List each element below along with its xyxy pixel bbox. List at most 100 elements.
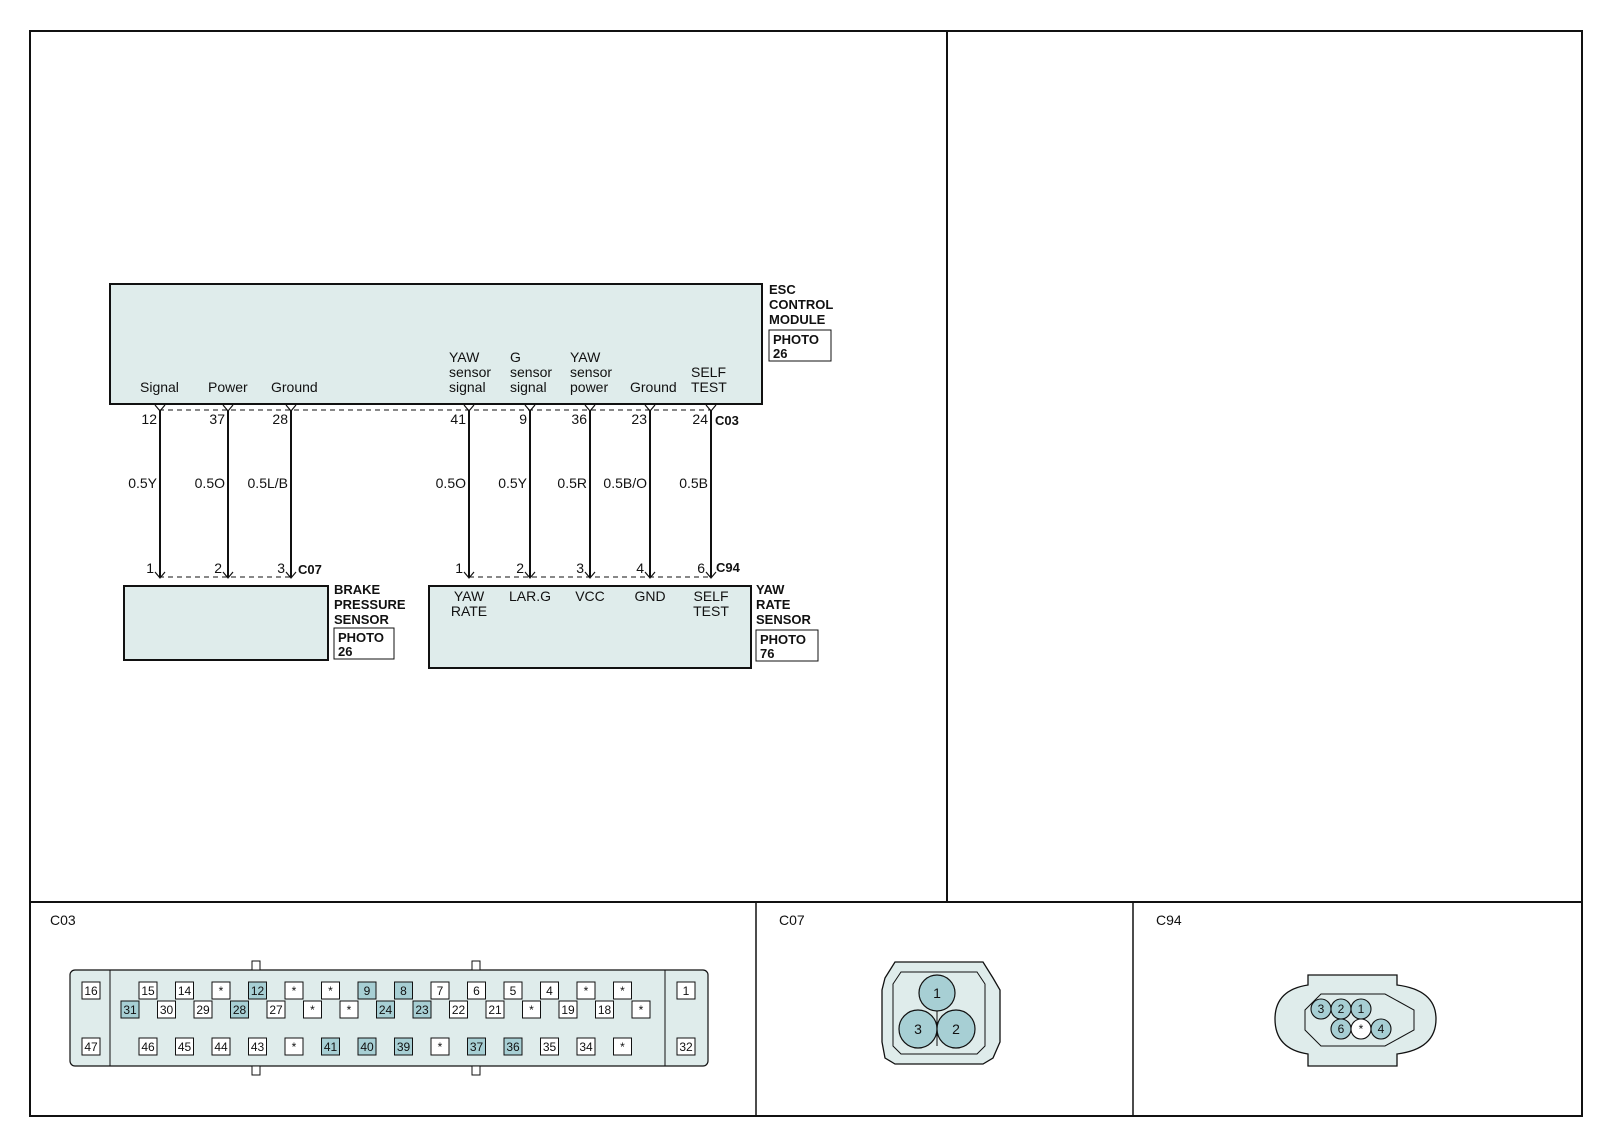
esc-photo-box xyxy=(768,329,832,362)
c07-pin-label-1: 3 xyxy=(914,1021,922,1037)
c03-pin-end-top-left xyxy=(81,981,101,1000)
c03-view-title: C03 xyxy=(50,912,76,928)
esc-signal-label-5-0: YAW xyxy=(570,349,601,365)
c03-pin-row3-12 xyxy=(576,1037,596,1056)
c03-key-bottom-0 xyxy=(251,1065,261,1076)
c03-pin-row3-2-label: 44 xyxy=(214,1040,228,1054)
esc-photo-line-2: 26 xyxy=(773,346,787,361)
c03-pin-row1-7-label: 8 xyxy=(400,984,407,998)
esc-signal-label-2-0: Ground xyxy=(271,379,318,395)
esc-photo-line-1: PHOTO xyxy=(773,332,819,347)
c94-pin-top-0-label: 3 xyxy=(1318,1002,1325,1016)
esc-pin-number-4: 9 xyxy=(519,411,527,427)
c03-pin-row1-5-label: * xyxy=(328,984,333,998)
c03-pin-row3-3-label: 43 xyxy=(251,1040,265,1054)
c03-key-top-0 xyxy=(251,960,261,971)
c03-pin-end-bottom-right xyxy=(676,1037,696,1056)
brake-name-line-3: SENSOR xyxy=(334,612,390,627)
c03-pin-row1-13 xyxy=(613,981,632,1000)
c03-pin-row3-13 xyxy=(613,1037,632,1056)
c03-pin-row1-2-label: * xyxy=(219,984,224,998)
c03-pin-row1-1-label: 14 xyxy=(178,984,192,998)
c03-pin-row1-10 xyxy=(503,981,523,1000)
c03-pin-row2-13-label: 18 xyxy=(598,1003,612,1017)
esc-signal-label-7-0: SELF xyxy=(691,364,726,380)
c03-pin-end-bottom-left xyxy=(81,1037,101,1056)
c03-pin-row3-12-label: 34 xyxy=(579,1040,593,1054)
c03-pin-row3-1 xyxy=(175,1037,194,1056)
yaw-photo-line-1: PHOTO xyxy=(760,632,806,647)
c03-pin-row3-6-label: 40 xyxy=(360,1040,374,1054)
esc-signal-label-3-2: signal xyxy=(449,379,486,395)
esc-name-line-3: MODULE xyxy=(769,312,826,327)
c03-pin-end-bottom-left-label: 47 xyxy=(84,1040,98,1054)
esc-signal-label-0-0: Signal xyxy=(140,379,179,395)
esc-signal-label-4-1: sensor xyxy=(510,364,552,380)
c07-pin-0 xyxy=(918,974,956,1012)
yaw-rate-sensor-box xyxy=(428,585,752,669)
esc-pin-mark-5 xyxy=(584,404,596,412)
c03-pin-row2-6 xyxy=(339,1000,359,1019)
device-pin-number-4: 2 xyxy=(516,560,524,576)
esc-signal-label-1-0: Power xyxy=(208,379,248,395)
c03-pin-row3-9-label: 37 xyxy=(470,1040,484,1054)
brake-pressure-sensor-box xyxy=(123,585,329,661)
c03-pin-row3-4 xyxy=(284,1037,304,1056)
c03-pin-row2-9-label: 22 xyxy=(452,1003,466,1017)
c03-pin-row2-1 xyxy=(157,1000,176,1019)
c03-pin-row2-8-label: 23 xyxy=(415,1003,429,1017)
esc-control-module-box xyxy=(109,283,763,405)
esc-signal-label-3-1: sensor xyxy=(449,364,491,380)
c07-view-title: C07 xyxy=(779,912,805,928)
c94-pin-bottom-1-label: * xyxy=(1359,1022,1364,1036)
c03-pin-row2-10 xyxy=(485,1000,505,1019)
outer-frame xyxy=(29,30,1583,1117)
c94-pin-bottom-2-label: 4 xyxy=(1378,1022,1385,1036)
c03-pin-row1-2 xyxy=(211,981,231,1000)
c03-pin-row2-3-label: 28 xyxy=(233,1003,247,1017)
c03-pin-row3-13-label: * xyxy=(620,1040,625,1054)
device-pin-mark-1 xyxy=(222,571,234,579)
yaw-name-line-2: RATE xyxy=(756,597,791,612)
device-signal-label-5-0: VCC xyxy=(575,588,605,604)
c03-pin-row2-14 xyxy=(631,1000,651,1019)
c03-pin-row2-8 xyxy=(412,1000,432,1019)
device-signal-label-3-0: YAW xyxy=(454,588,485,604)
device-signal-label-6-0: GND xyxy=(634,588,665,604)
c03-key-top-1 xyxy=(471,960,481,971)
c03-pin-row2-14-label: * xyxy=(639,1003,644,1017)
c07-pin-label-2: 2 xyxy=(952,1021,960,1037)
c94-view-title: C94 xyxy=(1156,912,1182,928)
device-signal-label-7-0: SELF xyxy=(693,588,728,604)
esc-pin-mark-4 xyxy=(524,404,536,412)
brake-photo-box xyxy=(333,627,395,660)
c03-pin-row1-4 xyxy=(284,981,304,1000)
device-signal-label-4-0: LAR.G xyxy=(509,588,551,604)
wire-color-2: 0.5L/B xyxy=(248,475,288,491)
esc-pin-number-3: 41 xyxy=(450,411,466,427)
c03-pin-row2-11 xyxy=(522,1000,541,1019)
c03-pin-end-top-right-label: 1 xyxy=(683,984,690,998)
c03-pin-row1-10-label: 5 xyxy=(510,984,517,998)
wire-color-5: 0.5R xyxy=(557,475,587,491)
c03-pin-row1-12-label: * xyxy=(584,984,589,998)
c03-pin-end-top-right xyxy=(676,981,696,1000)
c03-pin-row2-12-label: 19 xyxy=(561,1003,575,1017)
c03-pin-row2-2-label: 29 xyxy=(196,1003,210,1017)
c03-pin-row3-5-label: 41 xyxy=(324,1040,338,1054)
c03-pin-row2-13 xyxy=(595,1000,614,1019)
brake-photo-line-1: PHOTO xyxy=(338,630,384,645)
c03-pin-row2-6-label: * xyxy=(347,1003,352,1017)
device-pin-mark-7 xyxy=(705,571,717,579)
c03-pin-row2-7 xyxy=(376,1000,395,1019)
esc-connector-label: C03 xyxy=(715,413,739,428)
c03-pin-row1-1 xyxy=(175,981,194,1000)
device-pin-number-5: 3 xyxy=(576,560,584,576)
c03-pin-row3-3 xyxy=(248,1037,267,1056)
esc-pin-mark-2 xyxy=(285,404,297,412)
c03-pin-row1-13-label: * xyxy=(620,984,625,998)
c03-key-bottom-1 xyxy=(471,1065,481,1076)
device-signal-label-3-1: RATE xyxy=(451,603,487,619)
c03-pin-row2-12 xyxy=(558,1000,578,1019)
